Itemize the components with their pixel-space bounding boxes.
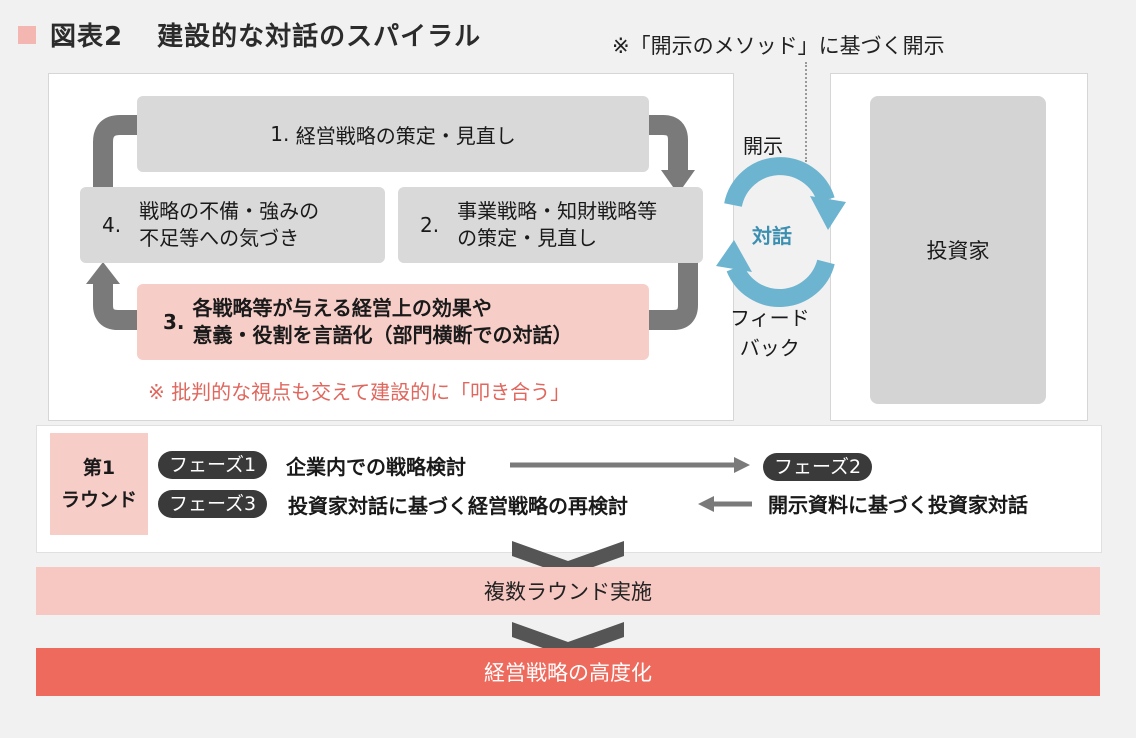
feedback-arc <box>726 259 835 308</box>
arrow-3-to-4 <box>93 282 140 330</box>
step-3-line1: 各戦略等が与える経営上の効果や <box>192 296 492 320</box>
investor-box: 投資家 <box>870 96 1046 404</box>
phase-1-badge: フェーズ1 <box>158 451 268 479</box>
arrow-3-to-4-head <box>86 262 120 284</box>
round-section <box>36 425 1102 553</box>
phase-2-badge: フェーズ2 <box>763 453 873 481</box>
step-3-line2: 意義・役割を言語化（部門横断での対話） <box>192 323 573 347</box>
feedback-line1: フィード <box>730 306 810 330</box>
phase-3-badge: フェーズ3 <box>158 490 268 518</box>
step-3-box: 3. 各戦略等が与える経営上の効果や 意義・役割を言語化（部門横断での対話） <box>137 284 649 360</box>
step-2-number: 2. <box>420 213 440 237</box>
step-4-box: 4. 戦略の不備・強みの 不足等への気づき <box>80 187 385 263</box>
round-word: ラウンド <box>60 489 137 511</box>
step-4-line2: 不足等への気づき <box>139 226 300 250</box>
phase-2-to-3-head <box>698 496 714 512</box>
round-number: 第1 <box>82 457 116 479</box>
disclose-label: 開示 <box>743 134 783 158</box>
critical-discussion-note: ※ 批判的な視点も交えて建設的に「叩き合う」 <box>148 380 571 404</box>
multi-round-band: 複数ラウンド実施 <box>36 567 1100 615</box>
feedback-label: フィード バック <box>730 303 810 363</box>
phase-1-text: 企業内での戦略検討 <box>286 455 466 479</box>
title-marker <box>18 26 36 44</box>
step-2-line1: 事業戦略・知財戦略等 <box>457 199 658 223</box>
step-4-line1: 戦略の不備・強みの <box>139 199 320 223</box>
phase-2-text: 開示資料に基づく投資家対話 <box>768 493 1028 517</box>
dialogue-label: 対話 <box>752 224 792 248</box>
step-1-text: 経営戦略の策定・見直し <box>295 123 516 148</box>
disclose-arc <box>724 157 835 208</box>
feedback-line2: バック <box>739 336 800 360</box>
feedback-arrowhead <box>716 240 752 272</box>
step-2-box: 2. 事業戦略・知財戦略等 の策定・見直し <box>398 187 703 263</box>
disclosure-method-note: ※「開示のメソッド」に基づく開示 <box>612 34 945 58</box>
step-1-box: 1. 経営戦略の策定・見直し <box>137 96 649 172</box>
arrow-1-to-2 <box>645 115 688 172</box>
disclose-arrowhead <box>810 196 846 230</box>
step-1-number: 1. <box>270 122 290 146</box>
round-badge: 第1 ラウンド <box>50 433 148 535</box>
phase-1-to-2-head <box>734 457 750 473</box>
step-2-line2: の策定・見直し <box>457 226 598 250</box>
step-4-number: 4. <box>102 213 122 237</box>
phase-3-text: 投資家対話に基づく経営戦略の再検討 <box>288 494 628 518</box>
arrow-4-to-1 <box>93 115 140 190</box>
arrow-2-to-3 <box>646 262 698 330</box>
step-3-number: 3. <box>163 310 185 334</box>
strategy-enhancement-band: 経営戦略の高度化 <box>36 648 1100 696</box>
arrow-1-to-2-head <box>661 170 695 194</box>
dotted-connector <box>805 62 807 162</box>
